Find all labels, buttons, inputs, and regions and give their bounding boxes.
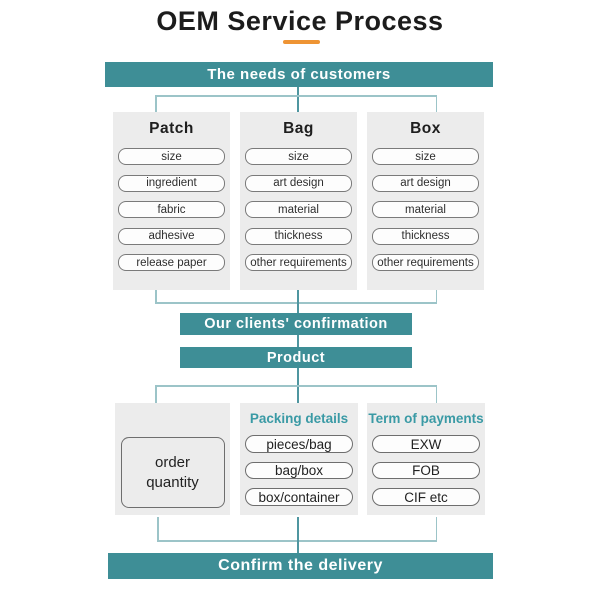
column-item: ingredient bbox=[118, 174, 225, 192]
connector-bracket-mid bbox=[155, 302, 437, 304]
banner-clients-confirmation: Our clients' confirmation bbox=[180, 313, 412, 335]
column-bag: Bag size art design material thickness o… bbox=[240, 112, 357, 290]
packing-item: pieces/bag bbox=[245, 435, 353, 453]
column-item: material bbox=[245, 201, 352, 218]
column-item: size bbox=[372, 148, 479, 165]
payments-header: Term of payments bbox=[368, 411, 484, 426]
column-item: other requirements bbox=[245, 254, 352, 271]
column-item: art design bbox=[245, 174, 352, 192]
banner-confirm-delivery: Confirm the delivery bbox=[108, 553, 493, 579]
connector-rise-right bbox=[435, 290, 437, 303]
packing-item: bag/box bbox=[245, 461, 353, 480]
connector-rise-left bbox=[157, 517, 159, 541]
banner-product: Product bbox=[180, 347, 412, 368]
column-item: material bbox=[372, 201, 479, 218]
column-item: thickness bbox=[372, 227, 479, 245]
payment-item: FOB bbox=[372, 461, 480, 480]
connector-drop-left bbox=[155, 385, 157, 403]
column-item: thickness bbox=[245, 227, 352, 245]
column-patch: Patch size ingredient fabric adhesive re… bbox=[113, 112, 230, 290]
column-item: size bbox=[245, 148, 352, 165]
connector-drop-right bbox=[435, 95, 437, 113]
connector-drop-right bbox=[435, 385, 437, 403]
column-item: art design bbox=[372, 174, 479, 192]
payment-item: EXW bbox=[372, 435, 480, 453]
column-header: Bag bbox=[283, 120, 314, 137]
connector-bracket-top bbox=[155, 95, 437, 97]
connector-center-line bbox=[297, 335, 299, 347]
column-item: release paper bbox=[118, 254, 225, 271]
column-item: adhesive bbox=[118, 227, 225, 245]
panel-term-of-payments: Term of payments EXW FOB CIF etc bbox=[367, 403, 485, 515]
title-underline-accent bbox=[283, 40, 320, 44]
packing-details-header: Packing details bbox=[249, 411, 349, 426]
connector-center-line bbox=[297, 290, 299, 313]
column-header: Patch bbox=[149, 120, 194, 137]
column-box: Box size art design material thickness o… bbox=[367, 112, 484, 290]
column-item: other requirements bbox=[372, 254, 479, 271]
column-item: size bbox=[118, 148, 225, 165]
connector-drop-left bbox=[155, 95, 157, 113]
order-quantity-label: order quantity bbox=[146, 454, 199, 491]
connector-rise-left bbox=[155, 290, 157, 303]
page-title: OEM Service Process bbox=[156, 6, 444, 36]
connector-center-line bbox=[297, 517, 299, 553]
connector-rise-right bbox=[435, 517, 437, 541]
column-header: Box bbox=[410, 120, 441, 137]
column-item: fabric bbox=[118, 201, 225, 218]
panel-packing-details: Packing details pieces/bag bag/box box/c… bbox=[240, 403, 358, 515]
panel-order-quantity: order quantity bbox=[115, 403, 230, 515]
connector-bracket-lower bbox=[155, 385, 437, 387]
packing-item: box/container bbox=[245, 488, 353, 507]
banner-needs-of-customers: The needs of customers bbox=[105, 62, 493, 87]
order-quantity-box: order quantity bbox=[120, 437, 225, 508]
payment-item: CIF etc bbox=[372, 488, 480, 507]
connector-center-line bbox=[297, 87, 299, 113]
